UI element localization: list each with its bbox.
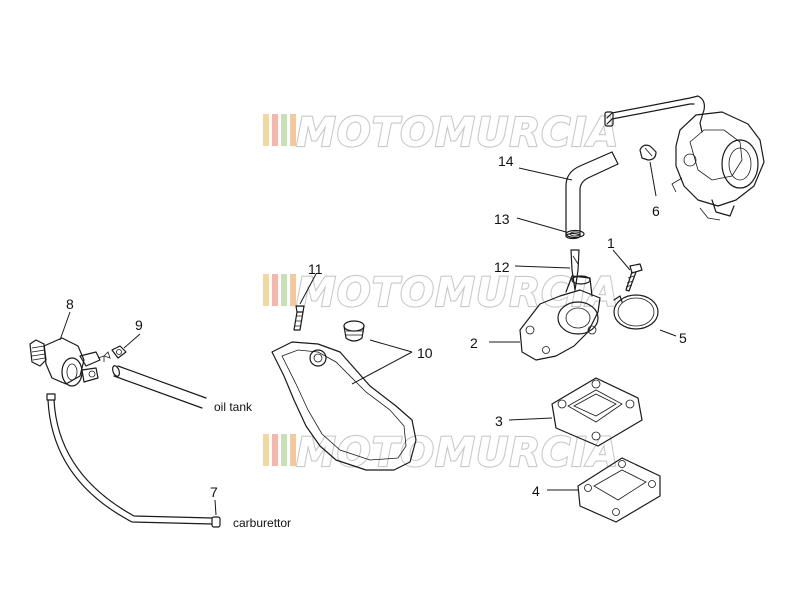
callout-12: 12 xyxy=(494,259,510,275)
callout-2: 2 xyxy=(470,335,478,351)
callout-8: 8 xyxy=(66,296,74,312)
gasket-part-4 xyxy=(577,457,661,523)
watermark-top: MOTOMURCIA xyxy=(263,109,619,157)
watermark-text-middle: MOTOMURCIA xyxy=(296,270,619,316)
watermark-bottom: MOTOMURCIA xyxy=(263,429,619,477)
screw-part-1 xyxy=(625,263,643,292)
callout-1: 1 xyxy=(607,235,615,251)
intake-manifold-part-2 xyxy=(519,275,601,361)
clamp-part-13 xyxy=(565,229,585,239)
fitting-part-7 xyxy=(211,516,221,528)
oil-pump-part-8 xyxy=(29,337,105,387)
hose-part-14 xyxy=(565,151,619,240)
callout-5: 5 xyxy=(679,330,687,346)
callout-9: 9 xyxy=(135,317,143,333)
callout-13: 13 xyxy=(494,211,510,227)
callout-7: 7 xyxy=(210,484,218,500)
plug-part-10 xyxy=(343,320,365,342)
note-carburettor: carburettor xyxy=(233,516,291,530)
watermark-middle: MOTOMURCIA xyxy=(263,269,619,317)
leader-lines xyxy=(59,161,677,516)
cover-part-10 xyxy=(271,341,417,471)
callout-14: 14 xyxy=(498,153,514,169)
callout-4: 4 xyxy=(532,483,540,499)
gasket-ring-part-5 xyxy=(613,294,659,330)
callout-6: 6 xyxy=(652,203,660,219)
clip-part-9 xyxy=(103,345,127,359)
callout-11: 11 xyxy=(308,261,323,277)
carburettor-hose xyxy=(46,393,213,525)
screw-part-11 xyxy=(293,305,305,331)
callout-3: 3 xyxy=(495,413,503,429)
nozzle-part-12 xyxy=(570,249,580,291)
carburettor-part xyxy=(604,95,765,221)
note-oil-tank: oil tank xyxy=(214,400,253,414)
callout-10: 10 xyxy=(417,345,433,361)
watermark-text-top: MOTOMURCIA xyxy=(296,110,619,156)
watermark-text-bottom: MOTOMURCIA xyxy=(296,430,619,476)
oil-tank-hose xyxy=(112,365,207,409)
clip-part-6 xyxy=(639,144,657,161)
reed-valve-part-3 xyxy=(551,377,643,447)
